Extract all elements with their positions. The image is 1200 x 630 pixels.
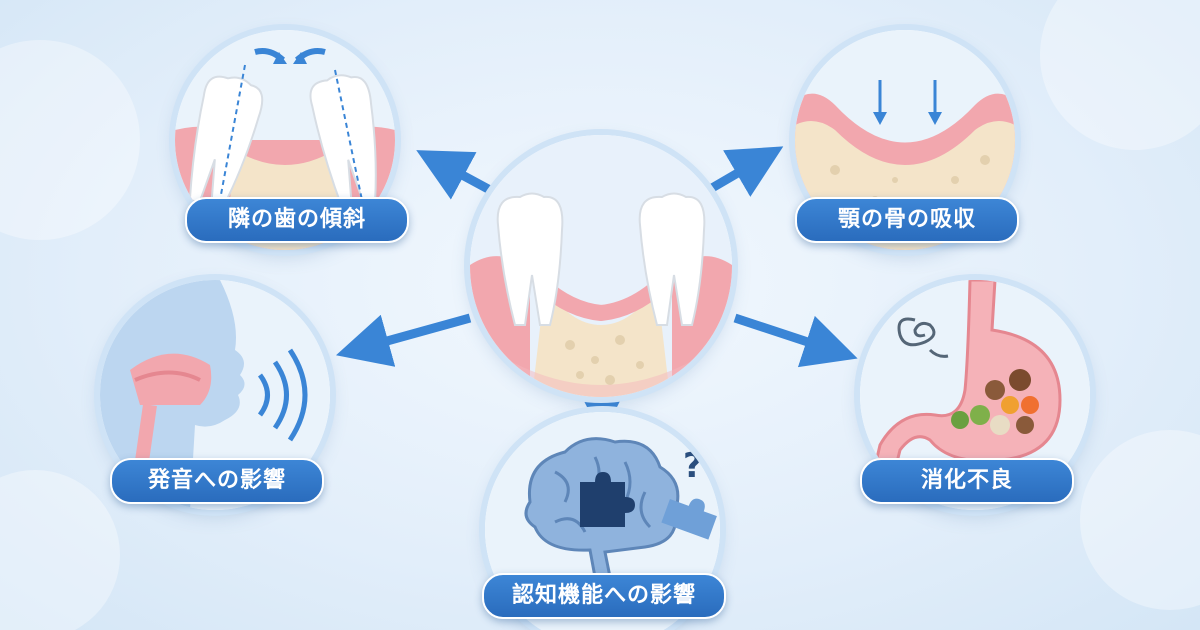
center-missing-tooth-circle — [470, 135, 732, 397]
arrow-to-speech — [335, 313, 472, 367]
label-cognition: 認知機能への影響 — [482, 573, 726, 619]
label-digestion: 消化不良 — [860, 458, 1074, 504]
arrow-to-digestion — [733, 313, 858, 368]
question-icon: ? — [683, 446, 703, 486]
label-bone: 顎の骨の吸収 — [795, 197, 1019, 243]
label-tilt: 隣の歯の傾斜 — [185, 197, 409, 243]
missing-tooth-illustration — [470, 135, 732, 397]
label-speech: 発音への影響 — [110, 458, 324, 504]
